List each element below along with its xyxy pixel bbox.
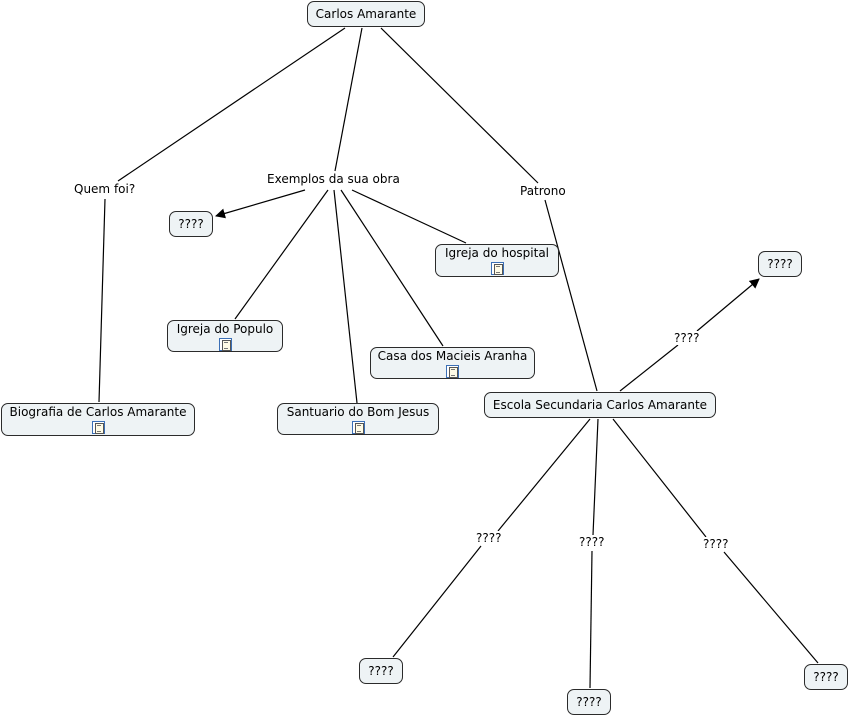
document-icon[interactable] (218, 337, 232, 351)
concept-label: Escola Secundaria Carlos Amarante (492, 397, 708, 412)
concept-escola-secundaria-carlos-amarante[interactable]: Escola Secundaria Carlos Amarante (484, 392, 716, 418)
link-patrono[interactable]: Patrono (518, 184, 568, 198)
concept-label: Biografia de Carlos Amarante (9, 405, 187, 419)
document-icon[interactable] (91, 421, 105, 434)
link-question-right[interactable]: ???? (701, 537, 731, 551)
concept-label: Igreja do hospital (444, 246, 550, 260)
link-question-mid[interactable]: ???? (577, 535, 607, 549)
concept-label: ???? (813, 669, 839, 684)
concept-label: Casa dos Macieis Aranha (377, 348, 528, 363)
concept-question-bottom-left[interactable]: ???? (359, 658, 403, 684)
document-icon[interactable] (490, 262, 504, 275)
concept-label: Carlos Amarante (315, 6, 417, 21)
document-icon[interactable] (351, 420, 365, 434)
link-question-top[interactable]: ???? (672, 331, 702, 345)
link-quem-foi[interactable]: Quem foi? (72, 182, 138, 196)
concept-question-bottom-mid[interactable]: ???? (567, 689, 611, 715)
concept-santuario-do-bom-jesus[interactable]: Santuario do Bom Jesus (277, 403, 439, 435)
concept-carlos-amarante[interactable]: Carlos Amarante (307, 1, 425, 27)
concept-question-right-top[interactable]: ???? (758, 251, 802, 277)
concept-question-left[interactable]: ???? (169, 211, 213, 237)
concept-label: ???? (576, 694, 602, 709)
concept-casa-dos-macieis-aranha[interactable]: Casa dos Macieis Aranha (370, 347, 535, 379)
concept-label: ???? (767, 256, 793, 271)
concept-igreja-do-populo[interactable]: Igreja do Populo (167, 320, 283, 352)
link-question-left[interactable]: ???? (474, 531, 504, 545)
concept-label: Santuario do Bom Jesus (286, 404, 430, 419)
concept-igreja-do-hospital[interactable]: Igreja do hospital (435, 244, 559, 277)
concept-label: ???? (368, 663, 394, 678)
concept-label: Igreja do Populo (176, 321, 274, 336)
concept-label: ???? (178, 216, 204, 231)
concept-biografia-de-carlos-amarante[interactable]: Biografia de Carlos Amarante (1, 403, 195, 436)
document-icon[interactable] (446, 364, 459, 378)
link-exemplos-da-sua-obra[interactable]: Exemplos da sua obra (265, 172, 402, 186)
concept-question-bottom-right[interactable]: ???? (804, 664, 848, 690)
